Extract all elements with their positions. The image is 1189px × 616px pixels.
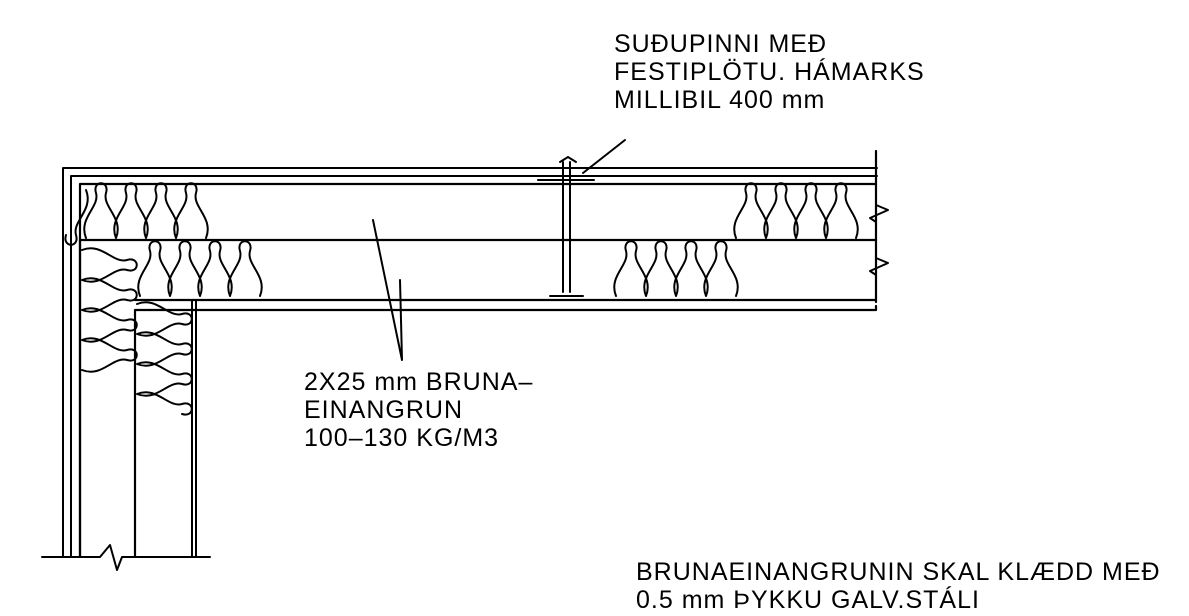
insulation-note-line-3: 100–130 KG/M3 bbox=[304, 424, 500, 452]
insulation-note: 2X25 mm BRUNA– EINANGRUN 100–130 KG/M3 bbox=[304, 368, 533, 452]
stud-note-line-1: SUÐUPINNI MEÐ bbox=[614, 30, 828, 58]
cladding-note-line-2: 0.5 mm ÞYKKU GALV.STÁLI bbox=[636, 586, 980, 614]
insulation-layer-lower-left bbox=[137, 240, 263, 297]
insulation-layer-lower-right bbox=[613, 240, 739, 297]
cladding-note: BRUNAEINANGRUNIN SKAL KLÆDD MEÐ 0.5 mm Þ… bbox=[636, 558, 1161, 614]
welded-stud bbox=[537, 156, 595, 301]
insulation-note-line-2: EINANGRUN bbox=[304, 396, 464, 424]
stud-note-line-3: MILLIBIL 400 mm bbox=[614, 86, 826, 114]
steel-cladding-outline bbox=[62, 167, 878, 557]
column-inner-lines bbox=[191, 299, 197, 557]
concrete-member-outline bbox=[78, 149, 878, 558]
stud-note-line-2: FESTIPLÖTU. HÁMARKS bbox=[614, 58, 925, 86]
insulation-layer-column-outer bbox=[81, 247, 138, 373]
break-line-bottom bbox=[41, 544, 211, 571]
leader-lines bbox=[372, 139, 626, 361]
insulation-note-line-1: 2X25 mm BRUNA– bbox=[304, 368, 534, 396]
insulation-layer-upper-right bbox=[733, 182, 859, 239]
break-line-right bbox=[869, 195, 889, 301]
insulation-layer-column-inner bbox=[136, 301, 193, 416]
cladding-note-line-1: BRUNAEINANGRUNIN SKAL KLÆDD MEÐ bbox=[636, 558, 1161, 586]
stud-note: SUÐUPINNI MEÐ FESTIPLÖTU. HÁMARKS MILLIB… bbox=[614, 30, 925, 114]
insulation-layer-upper-left bbox=[64, 182, 209, 246]
